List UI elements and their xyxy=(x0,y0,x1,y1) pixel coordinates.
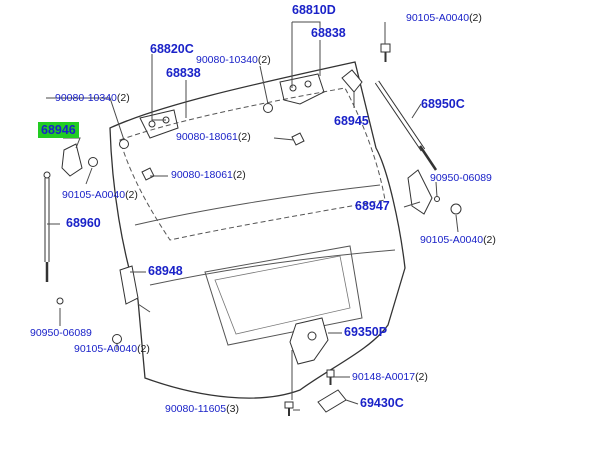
license-recess xyxy=(204,245,363,346)
label-90148-a0017: 90148-A0017(2) xyxy=(352,371,428,383)
label-68948: 68948 xyxy=(148,264,183,278)
bolt-icon xyxy=(380,43,391,62)
inner-rib-middle xyxy=(149,249,396,286)
bolt-icon xyxy=(112,334,122,344)
clip-icon xyxy=(291,132,305,146)
lock-69350p xyxy=(289,317,329,365)
gas-strut-left xyxy=(43,171,51,282)
hinge-68810d xyxy=(279,73,325,105)
label-90080-18061-b: 90080-18061(2) xyxy=(171,169,246,181)
label-90105-bottom: 90105-A0040(2) xyxy=(74,343,150,355)
label-68810d: 68810D xyxy=(292,3,336,17)
bracket-68948 xyxy=(119,265,139,305)
label-68946: 68946 xyxy=(38,122,79,138)
label-68960: 68960 xyxy=(66,216,101,230)
label-90105-top: 90105-A0040(2) xyxy=(406,12,482,24)
ball-stud-icon xyxy=(56,297,64,305)
label-68820c: 68820C xyxy=(150,42,194,56)
ball-stud-icon xyxy=(434,196,440,202)
label-90950-06089-right: 90950-06089 xyxy=(430,172,492,184)
label-68838-right: 68838 xyxy=(311,26,346,40)
bolt-icon xyxy=(88,157,98,167)
bolt-icon xyxy=(450,203,462,215)
leader-lines xyxy=(46,21,459,411)
inner-rib-upper xyxy=(134,184,381,226)
label-69430c: 69430C xyxy=(360,396,404,410)
label-90080-11605: 90080-11605(3) xyxy=(165,403,239,415)
label-68947: 68947 xyxy=(355,199,390,213)
label-90950-06089-left: 90950-06089 xyxy=(30,327,92,339)
screw-icon xyxy=(284,401,294,416)
label-90105-left: 90105-A0040(2) xyxy=(62,189,138,201)
label-90080-18061-a: 90080-18061(2) xyxy=(176,131,251,143)
clip-icon xyxy=(141,167,155,181)
striker-69430c xyxy=(317,389,347,413)
lock-eye-icon xyxy=(307,331,317,341)
label-90080-10340-top: 90080-10340(2) xyxy=(196,54,271,66)
bracket-68946 xyxy=(61,143,83,177)
label-68950c: 68950C xyxy=(421,97,465,111)
label-69350p: 69350P xyxy=(344,325,388,339)
gas-strut-right xyxy=(374,80,438,171)
label-90080-10340-left: 90080-10340(2) xyxy=(55,92,130,104)
bracket-68947 xyxy=(407,169,433,215)
bolt-icon xyxy=(119,139,129,149)
screw-icon xyxy=(326,369,335,385)
back-glass-outline xyxy=(119,87,386,241)
license-recess-inner xyxy=(214,255,351,335)
label-68838-left: 68838 xyxy=(166,66,201,80)
back-door-panel xyxy=(109,61,406,399)
label-90105-right: 90105-A0040(2) xyxy=(420,234,496,246)
label-68945: 68945 xyxy=(334,114,369,128)
bracket-68945 xyxy=(341,69,363,93)
bolt-icon xyxy=(263,103,273,113)
